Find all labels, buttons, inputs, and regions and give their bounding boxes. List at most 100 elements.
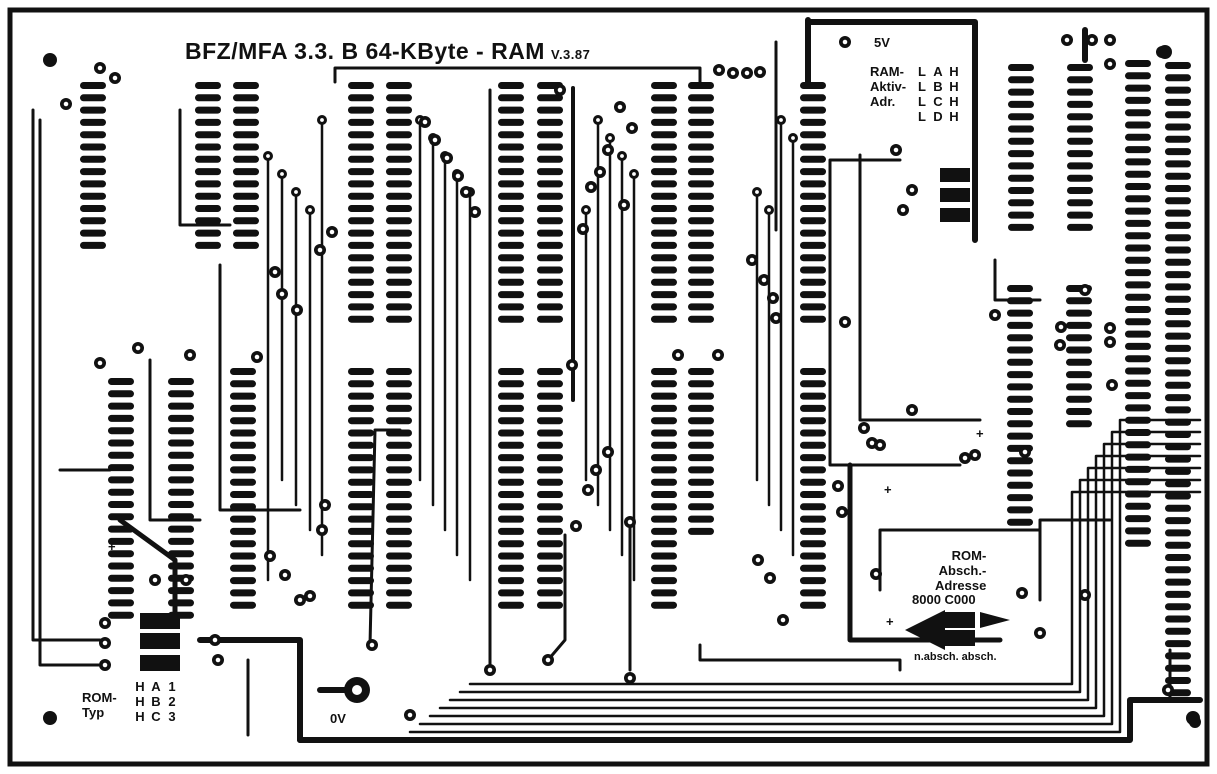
trace [38, 118, 102, 667]
pad-hole [267, 553, 273, 559]
ic-pad [1165, 357, 1191, 365]
ic-pad [537, 454, 563, 462]
ic-pad [537, 404, 563, 412]
pad-hole [297, 597, 303, 603]
ic-pad [386, 540, 412, 548]
ic-pad [233, 118, 259, 126]
ic-pad [348, 241, 374, 249]
pad-hole [317, 247, 323, 253]
ic-pad [230, 577, 256, 585]
bus-trace [418, 430, 1202, 726]
ic-pad [688, 143, 714, 151]
ic-pad [651, 527, 677, 535]
ic-pad [348, 429, 374, 437]
ic-pad [537, 515, 563, 523]
ic-pad [498, 180, 524, 188]
ic-pad [1007, 395, 1033, 403]
ic-pad [1165, 603, 1191, 611]
ic-pad [688, 417, 714, 425]
pad-hole [869, 440, 875, 446]
bus-trace [408, 418, 1202, 734]
ic-pad [348, 552, 374, 560]
ic-pad [1125, 429, 1151, 436]
ic-pad [1066, 420, 1092, 428]
ic-pad [348, 155, 374, 163]
ic-pad [1008, 125, 1034, 133]
ic-pad [1125, 269, 1151, 277]
ic-pad [195, 143, 221, 151]
ic-pad [800, 143, 826, 151]
pad-hole [97, 65, 103, 71]
ic-pad [651, 143, 677, 151]
pad-hole [620, 154, 624, 158]
trace [31, 108, 102, 642]
ic-pad [348, 503, 374, 511]
ic-pad [1125, 453, 1151, 461]
board-outline [7, 7, 1210, 767]
ic-pad [498, 229, 524, 237]
pad-hole [407, 712, 413, 718]
mounting-hole [43, 711, 57, 725]
pad-hole [839, 509, 845, 515]
ic-pad [1165, 209, 1191, 217]
ic-pad [1008, 223, 1034, 231]
ic-pad [1125, 318, 1151, 326]
ic-pad [688, 241, 714, 249]
ic-pad [537, 527, 563, 535]
jumper-block [940, 188, 970, 202]
ic-pad [651, 118, 677, 126]
ic-pad [800, 131, 826, 139]
ic-pad [688, 180, 714, 188]
ic-pad [1067, 211, 1093, 219]
ic-pad [1125, 515, 1151, 523]
ic-pad [537, 380, 563, 388]
ic-pad [1067, 64, 1093, 71]
plus-mark: + [976, 426, 984, 441]
ic-pad [1008, 199, 1034, 207]
pad-hole [329, 229, 335, 235]
ic-pad [386, 315, 412, 323]
ic-pad [688, 515, 714, 523]
ic-pad [800, 266, 826, 274]
ic-pad [651, 491, 677, 498]
ic-pad [1066, 358, 1092, 366]
pad-hole [557, 87, 563, 93]
pad-hole [773, 315, 779, 321]
ic-pad [651, 229, 677, 237]
ic-pad [498, 315, 524, 323]
ic-pad [651, 601, 677, 609]
pad-hole [1057, 342, 1063, 348]
ic-pad [386, 392, 412, 400]
pad-hole [254, 354, 260, 360]
ic-pad [1125, 293, 1151, 301]
ic-pad [800, 118, 826, 126]
ic-pad [386, 205, 412, 212]
ic-pad [1066, 297, 1092, 305]
ic-pad [230, 601, 256, 609]
ic-pad [537, 229, 563, 237]
ic-pad [168, 464, 194, 472]
ic-pad [168, 390, 194, 398]
ic-pad [195, 82, 221, 89]
ic-pad [168, 378, 194, 385]
pad-hole [272, 269, 278, 275]
trace [993, 258, 1042, 302]
pad-hole [596, 118, 600, 122]
ic-pad [498, 143, 524, 151]
pad-hole [463, 189, 469, 195]
ic-pad [800, 417, 826, 425]
ic-pad [1125, 490, 1151, 498]
ic-pad [168, 476, 194, 484]
ic-pad [1007, 408, 1033, 415]
ic-pad [800, 168, 826, 176]
ic-pad [1165, 431, 1191, 438]
ic-pad [1067, 100, 1093, 108]
ic-pad [195, 205, 221, 212]
ic-pad [108, 599, 134, 607]
ic-pad [1007, 457, 1033, 465]
plus-mark: + [108, 539, 116, 554]
ic-pad [651, 180, 677, 188]
ic-pad [348, 527, 374, 535]
ic-pad [1007, 358, 1033, 366]
